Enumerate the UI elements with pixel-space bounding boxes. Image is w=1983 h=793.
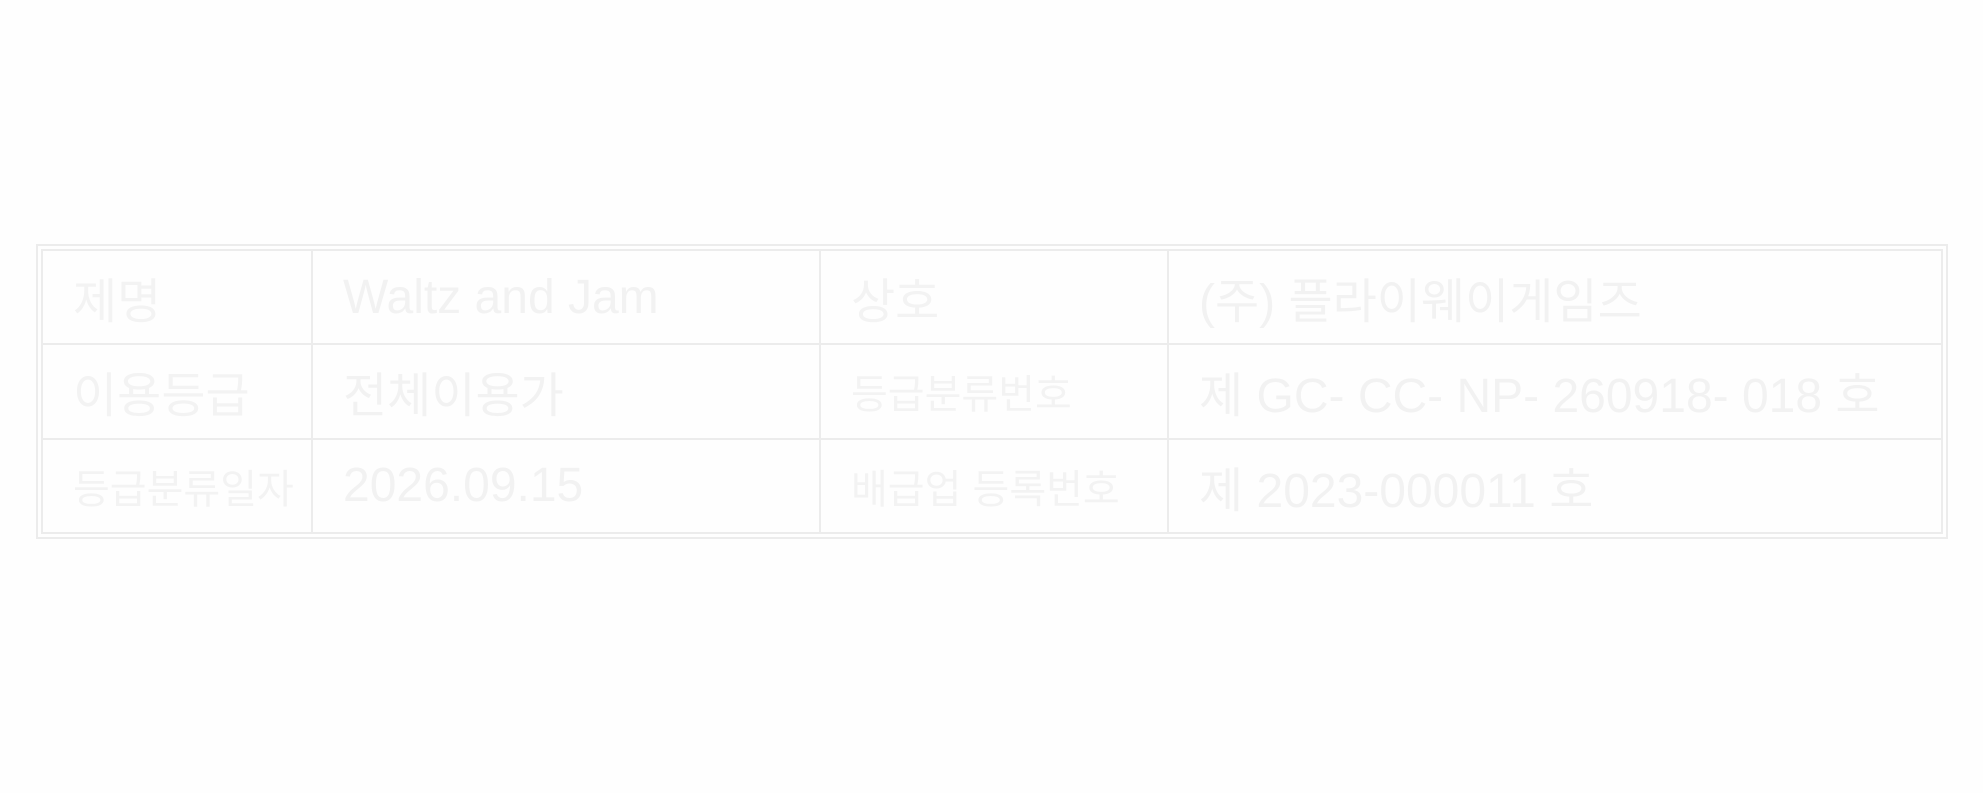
title-label: 제명 xyxy=(41,248,313,346)
rating-date-label: 등급분류일자 xyxy=(41,437,313,535)
distributor-registration-label: 배급업 등록번호 xyxy=(819,437,1169,535)
game-rating-info-table: 제명 Waltz and Jam 상호 (주) 플라이웨이게임즈 이용등급 전체… xyxy=(36,244,1948,539)
rating-date-value: 2026.09.15 xyxy=(311,437,821,535)
table-row: 제명 Waltz and Jam 상호 (주) 플라이웨이게임즈 xyxy=(41,248,1943,346)
age-rating-label: 이용등급 xyxy=(41,343,313,440)
distributor-registration-value: 제 2023-000011 호 xyxy=(1167,437,1943,535)
rating-table: 제명 Waltz and Jam 상호 (주) 플라이웨이게임즈 이용등급 전체… xyxy=(41,248,1943,535)
company-label: 상호 xyxy=(819,248,1169,346)
table-row: 이용등급 전체이용가 등급분류번호 제 GC- CC- NP- 260918- … xyxy=(41,343,1943,440)
table-row: 등급분류일자 2026.09.15 배급업 등록번호 제 2023-000011… xyxy=(41,437,1943,535)
rating-number-label: 등급분류번호 xyxy=(819,343,1169,440)
title-value: Waltz and Jam xyxy=(311,248,821,346)
company-value: (주) 플라이웨이게임즈 xyxy=(1167,248,1943,346)
rating-number-value: 제 GC- CC- NP- 260918- 018 호 xyxy=(1167,343,1943,440)
age-rating-value: 전체이용가 xyxy=(311,343,821,440)
